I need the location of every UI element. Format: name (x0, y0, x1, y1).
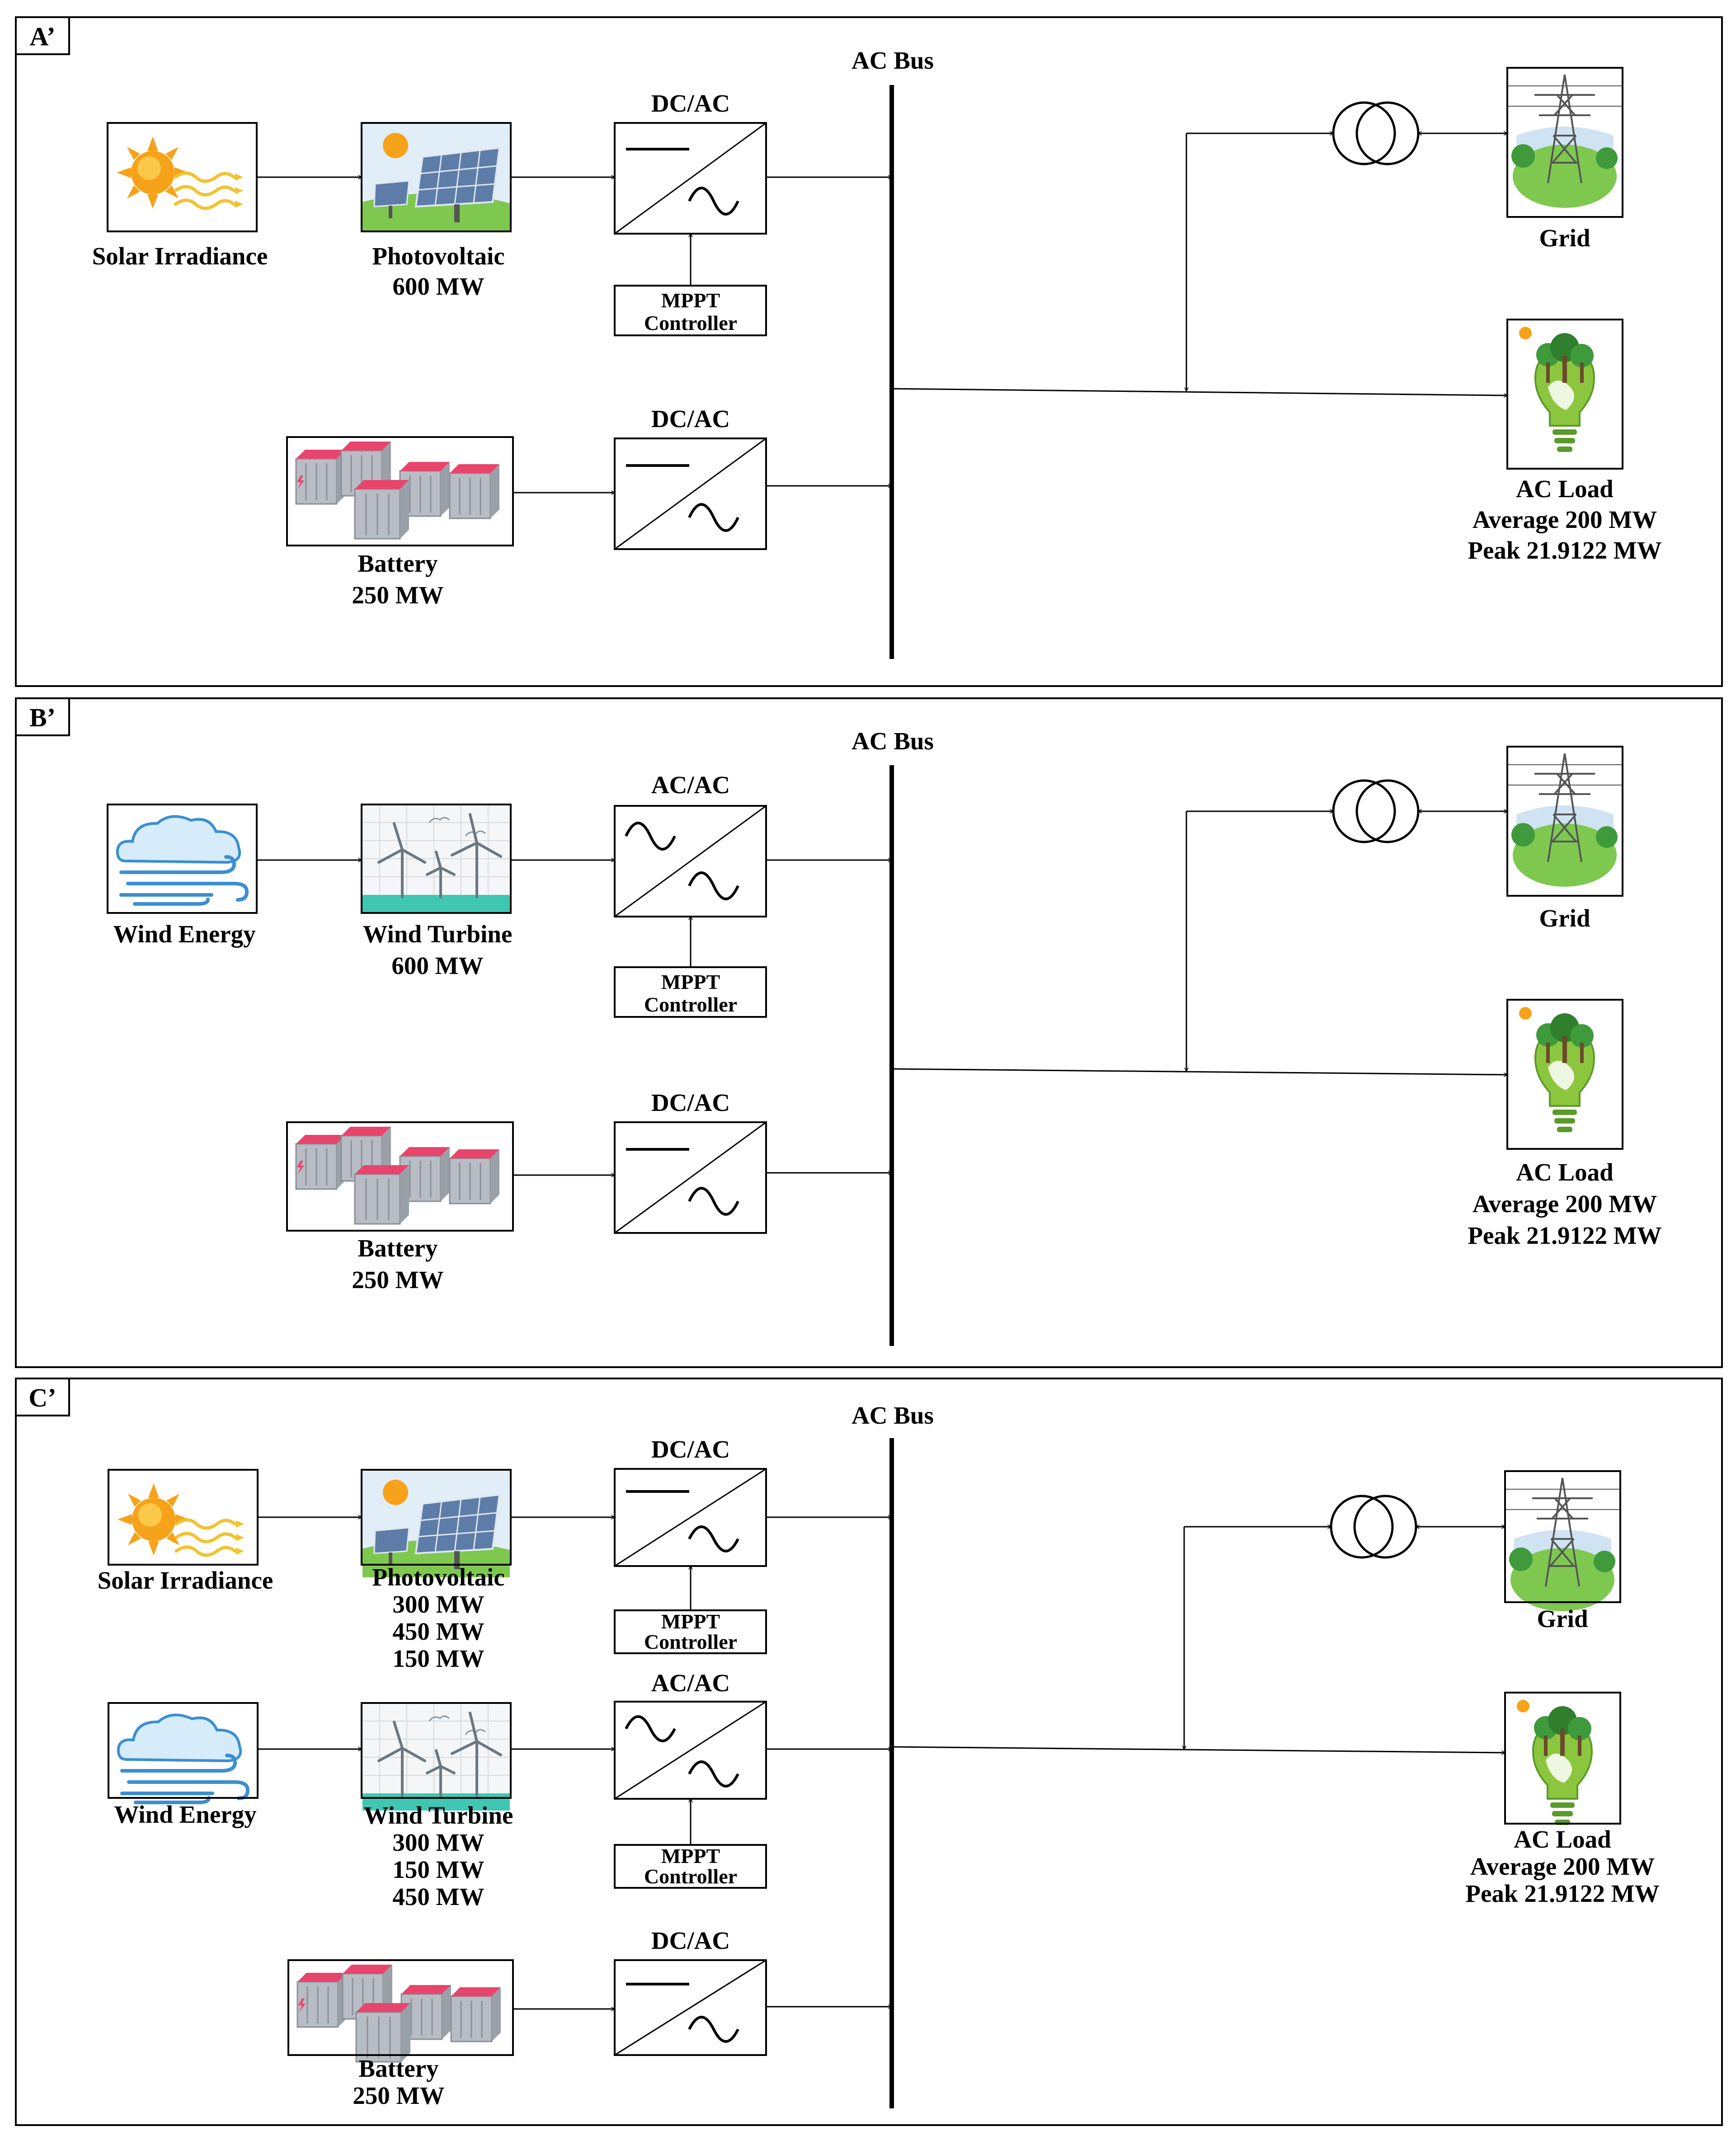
rating-label: 250 MW (352, 1266, 443, 1294)
rating-label: 300 MW (392, 1590, 484, 1618)
battery-icon (286, 436, 514, 546)
light-bulb-icon (1506, 999, 1623, 1148)
rating-label: 600 MW (391, 952, 483, 979)
panel-b: B’ AC Bus Wind Energy Wind Turbine 600 M… (15, 697, 1723, 1368)
load-average: Average 200 MW (1470, 1853, 1655, 1880)
rating-label: 450 MW (392, 1618, 484, 1645)
source-label: Photovoltaic (372, 242, 504, 270)
source-label: Wind Turbine (364, 1802, 513, 1829)
converter-label: DC/AC (651, 405, 730, 433)
load-label: AC Load (1514, 1825, 1611, 1853)
rating-label: 600 MW (392, 273, 484, 300)
svg-text:MPPT: MPPT (661, 970, 720, 993)
solar-panel-icon (362, 1470, 511, 1578)
load-peak: Peak 21.9122 MW (1468, 536, 1661, 564)
converter-label: DC/AC (651, 1089, 730, 1116)
rating-label: 150 MW (392, 1856, 484, 1883)
svg-text:MPPT: MPPT (661, 289, 720, 312)
svg-text:Controller: Controller (644, 311, 737, 334)
mppt-controller (614, 285, 767, 336)
wind-turbine-icon (362, 1703, 511, 1811)
sun-icon (108, 123, 257, 231)
svg-text:MPPT: MPPT (661, 1610, 720, 1633)
converter-label: AC/AC (651, 771, 730, 799)
grid-label: Grid (1539, 904, 1590, 932)
panel-tag: A’ (30, 22, 56, 51)
load-label: AC Load (1516, 1158, 1613, 1186)
source-label: Battery (358, 2055, 438, 2082)
source-label: Solar Irradiance (98, 1566, 273, 1594)
load-average: Average 200 MW (1473, 506, 1657, 533)
source-label: Solar Irradiance (92, 242, 268, 270)
converter-label: DC/AC (651, 1927, 730, 1954)
wind-icon (108, 1703, 258, 1811)
mppt-controller (614, 966, 767, 1018)
grid-label: Grid (1537, 1605, 1588, 1632)
mppt-controller (614, 1844, 767, 1889)
svg-text:Controller: Controller (644, 1630, 737, 1653)
source-label: Wind Turbine (363, 920, 513, 948)
light-bulb-icon (1506, 319, 1623, 467)
source-label: Battery (358, 1234, 438, 1262)
ac-bus-label: AC Bus (852, 727, 934, 755)
rating-label: 250 MW (353, 2082, 444, 2109)
source-label: Wind Energy (113, 920, 255, 948)
grid-tower-icon (1504, 1470, 1621, 1619)
transformer-icon (1332, 779, 1396, 843)
solar-panel-icon (362, 123, 511, 231)
source-label: Photovoltaic (372, 1563, 504, 1591)
mppt-controller (614, 1609, 767, 1654)
ac-bus-label: AC Bus (852, 47, 934, 74)
rating-label: 150 MW (392, 1645, 484, 1672)
ac-bus-label: AC Bus (852, 1402, 934, 1429)
converter-label: AC/AC (651, 1669, 730, 1697)
svg-text:Controller: Controller (644, 993, 737, 1016)
grid-tower-icon (1506, 67, 1623, 216)
converter-label: DC/AC (651, 1435, 730, 1463)
grid-tower-icon (1506, 746, 1623, 894)
wind-turbine-icon (362, 804, 511, 913)
rating-label: 300 MW (392, 1829, 484, 1856)
svg-text:MPPT: MPPT (661, 1844, 720, 1867)
source-label: Wind Energy (114, 1801, 256, 1828)
load-peak: Peak 21.9122 MW (1468, 1222, 1661, 1249)
panel-a: A’ AC Bus Solar Irradiance Photovoltaic … (15, 16, 1723, 687)
panel-tag: B’ (29, 703, 56, 732)
wind-icon (108, 804, 257, 913)
load-peak: Peak 21.9122 MW (1465, 1880, 1659, 1907)
source-label: Battery (358, 550, 438, 577)
svg-text:Controller: Controller (644, 1865, 737, 1888)
light-bulb-icon (1504, 1692, 1621, 1840)
transformer-icon (1330, 1495, 1394, 1559)
load-average: Average 200 MW (1473, 1190, 1657, 1218)
rating-label: 450 MW (392, 1883, 484, 1910)
grid-label: Grid (1539, 224, 1590, 252)
sun-icon (108, 1470, 258, 1578)
load-label: AC Load (1516, 475, 1613, 503)
rating-label: 250 MW (352, 581, 443, 609)
converter-label: DC/AC (651, 89, 730, 117)
panel-tag: C’ (28, 1383, 56, 1412)
panel-c: C’ AC Bus Solar Irradiance Photovoltaic … (15, 1378, 1723, 2126)
transformer-icon (1332, 101, 1396, 165)
battery-icon (286, 1121, 514, 1232)
battery-icon (287, 1959, 515, 2070)
